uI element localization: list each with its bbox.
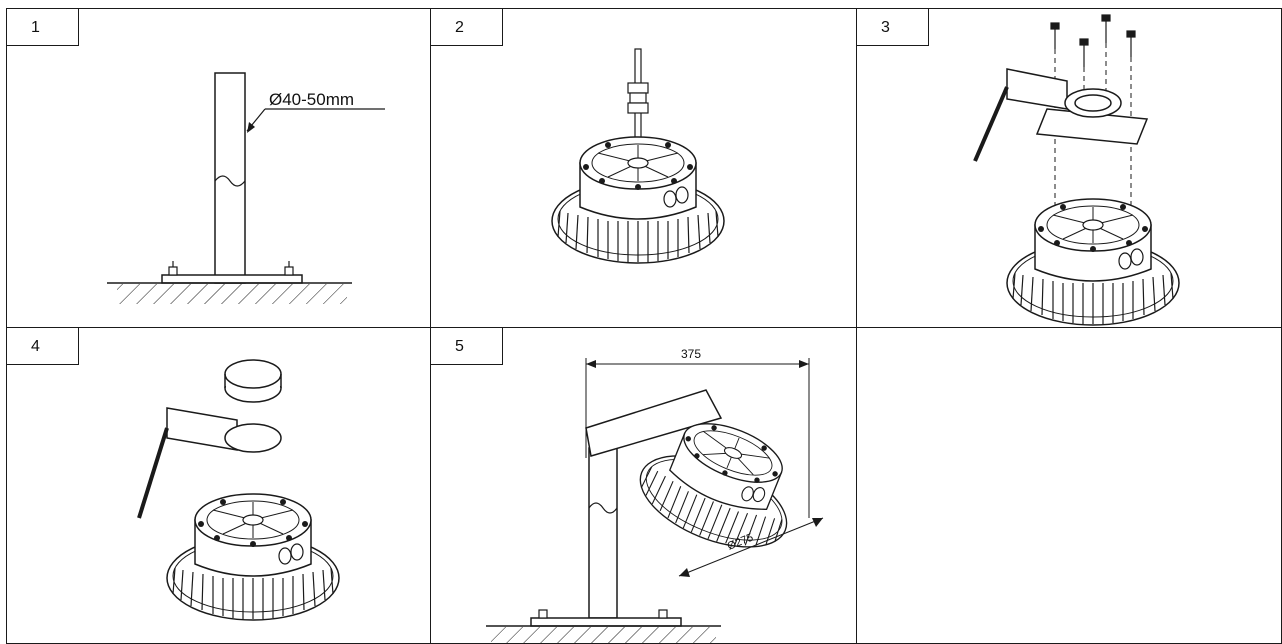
panel-1: 1 Ø40-50mm [6,8,431,328]
pole-diagram: Ø40-50mm [107,72,385,304]
top-cover [224,359,282,403]
base-plate [530,617,682,627]
mounting-bracket [137,407,282,519]
panel-5: 5 375 Ø275 [430,327,857,644]
assembly-diagram [973,14,1180,326]
width-label: 375 [681,347,701,361]
pole [588,447,618,619]
fixture-diagram [551,48,725,264]
panel-empty [856,327,1282,644]
panel-number: 3 [857,9,929,46]
dimension-line-diameter [678,517,824,577]
base-plate [161,274,303,284]
ground-hatch [491,627,716,643]
screw-icon [1050,14,1136,67]
break-mark [214,175,246,187]
mounting-bracket [973,68,1149,162]
panel-2: 2 [430,8,857,328]
cover-diagram [137,359,340,621]
panel-number: 2 [431,9,503,46]
panel-number: 1 [7,9,79,46]
light-fixture [166,493,340,621]
light-fixture [1006,198,1180,326]
tilted-arm [585,389,723,457]
cable-gland [627,82,649,114]
diameter-label: Ø40-50mm [269,90,354,109]
dimension-diagram: 375 Ø275 [486,347,824,643]
panel-4: 4 [6,327,431,644]
ground-hatch [117,284,347,304]
anchor-bolt [168,261,294,276]
panel-number: 5 [431,328,503,365]
panel-3: 3 [856,8,1282,328]
light-fixture [551,136,725,264]
panel-number: 4 [7,328,79,365]
